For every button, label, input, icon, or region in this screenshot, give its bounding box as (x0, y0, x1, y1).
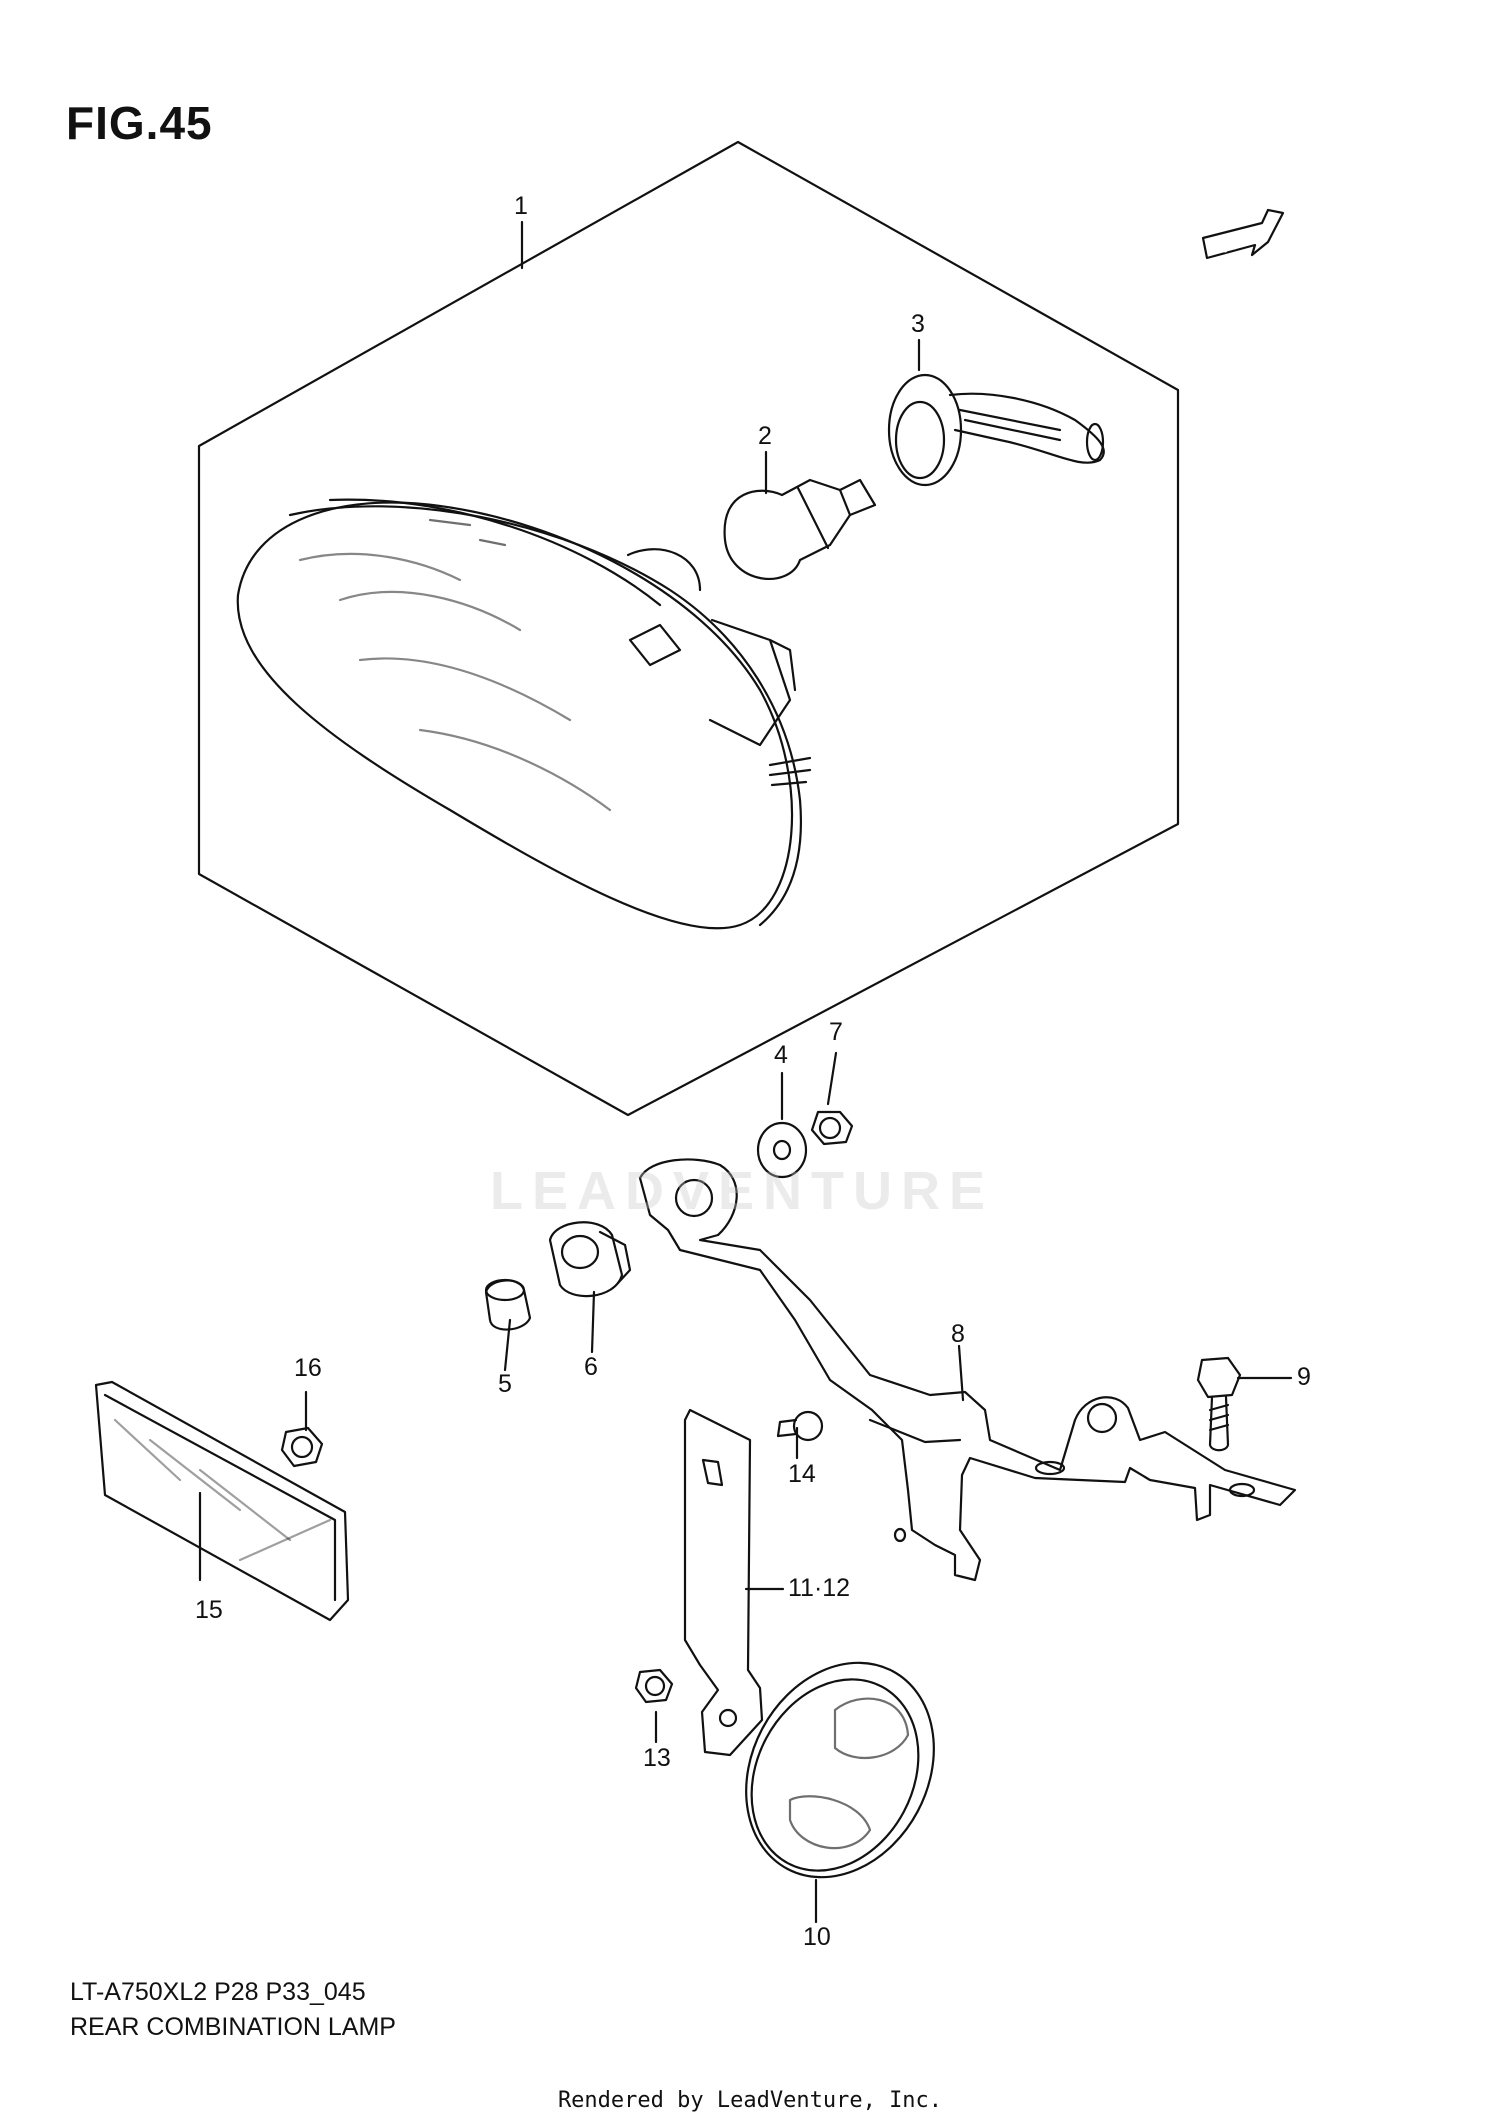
screw (778, 1412, 822, 1440)
callout-6: 6 (584, 1353, 598, 1381)
callout-9: 9 (1297, 1363, 1311, 1391)
callout-5: 5 (498, 1370, 512, 1398)
tail-lamp-housing (238, 500, 810, 929)
leader-7 (828, 1053, 836, 1104)
lamp-bracket (640, 1159, 1295, 1580)
figure-title: FIG.45 (66, 97, 213, 149)
collar (486, 1280, 530, 1330)
rect-reflector (96, 1382, 348, 1620)
assembly-outline (199, 142, 1178, 1115)
model-code: LT-A750XL2 P28 P33_045 (70, 1978, 366, 2006)
bolt (1198, 1358, 1240, 1450)
fwd-arrow-icon (1203, 210, 1283, 258)
watermark-text: LEADVENTURE (490, 1161, 995, 1221)
reflector-stay (685, 1410, 762, 1755)
callout-13: 13 (643, 1744, 671, 1772)
callout-10: 10 (803, 1923, 831, 1951)
callout-14: 14 (788, 1460, 816, 1488)
callout-2: 2 (758, 422, 772, 450)
leader-8 (959, 1346, 963, 1400)
nut-13 (636, 1670, 672, 1702)
callout-16: 16 (294, 1354, 322, 1382)
leader-5 (505, 1320, 510, 1370)
callout-7: 7 (829, 1018, 843, 1046)
figure-name: REAR COMBINATION LAMP (70, 2013, 396, 2041)
callout-8: 8 (951, 1320, 965, 1348)
callout-4: 4 (774, 1041, 788, 1069)
round-reflector (710, 1630, 971, 1910)
nut-16 (282, 1428, 322, 1466)
bulb-socket (889, 375, 1104, 485)
callout-1: 1 (514, 192, 528, 220)
callout-15: 15 (195, 1596, 223, 1624)
washer (758, 1123, 806, 1177)
callout-3: 3 (911, 310, 925, 338)
leader-6 (592, 1292, 594, 1352)
grommet (550, 1222, 630, 1296)
rendered-by: Rendered by LeadVenture, Inc. (557, 2088, 943, 2113)
nut-7 (812, 1112, 852, 1144)
bulb (725, 480, 875, 579)
callout-11-12: 11·12 (788, 1574, 851, 1602)
